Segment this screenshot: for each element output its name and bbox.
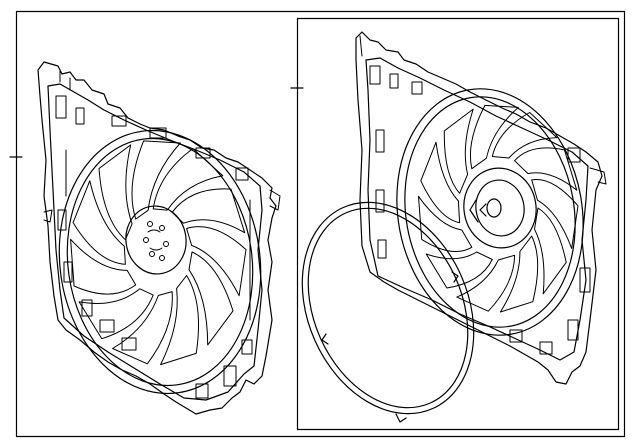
right-fan-blade [418,195,473,253]
left-fan-ring-inner [66,137,254,387]
right-motor-face [475,179,525,237]
left-fan-blade [152,148,224,211]
right-motor-shaft [469,198,502,223]
left-shroud-inner-edge [47,83,263,401]
right-shroud-outline [355,31,603,385]
right-fan-blade [456,254,516,312]
fan-ring-inner [307,207,469,409]
left-fan-blade [186,226,247,297]
right-fan-blade [443,108,474,194]
right-fan-blade [425,251,493,289]
inset-panel-frame [296,17,620,431]
right-frame-details [359,35,607,355]
fan-ring-outer [301,201,475,415]
outer-frame [15,10,626,438]
right-fan-blade [534,207,567,295]
right-motor-housing [463,167,537,249]
left-fan-blade [131,140,181,220]
right-fan-ring-outer [396,88,584,336]
right-fan-blade [420,141,461,224]
left-fan-blade [70,238,137,295]
left-fan-ring-outer [58,129,262,395]
left-fan-blade [78,288,154,340]
right-fan-blade [531,178,579,249]
left-fan-blades [70,140,247,366]
left-hub-holes [143,221,169,261]
right-fan-blade [499,235,539,313]
right-fan-blade [469,104,519,170]
left-fan-blade [98,144,133,241]
left-fan-blade [188,251,234,346]
left-fan-blade [171,188,246,234]
right-fan-ring-inner [404,96,576,328]
fan-shroud-exploded [301,31,607,423]
right-fan-blade [491,112,558,159]
left-frame-details [43,69,281,399]
left-shroud-outline [37,61,277,415]
left-fan-blade [160,275,200,366]
right-shroud-inner-edge [365,57,589,361]
right-fan-blade [514,147,578,191]
fan-ring-clip-left [321,333,329,345]
fan-shroud-assembly [37,61,281,415]
right-fan-blades [418,104,579,313]
fan-ring-clip-right [451,271,459,283]
fan-ring-clip-bottom [395,413,407,423]
left-fan-hub [125,205,187,275]
fan-ring [301,201,475,423]
left-fan-blade [112,291,173,365]
left-fan-blade [72,180,126,265]
